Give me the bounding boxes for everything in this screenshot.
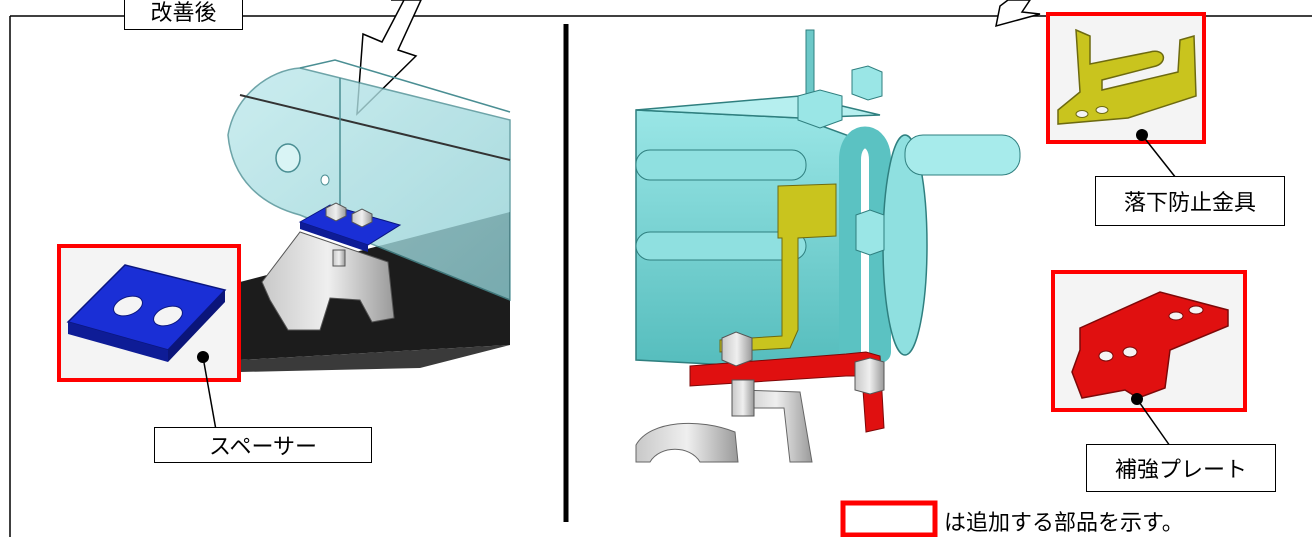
page-title: 改善後 <box>124 0 243 30</box>
spacer-callout: スペーサー <box>154 427 372 463</box>
fall-prevention-bracket-callout: 落下防止金具 <box>1095 176 1285 226</box>
reinforcement-part-image <box>1071 291 1229 399</box>
bracket-part-image <box>1057 28 1197 125</box>
spacer-part-image <box>66 264 227 362</box>
legend-text: は追加する部品を示す。 <box>944 511 1184 536</box>
reinforcement-leader-line <box>1136 398 1171 447</box>
spacer-leader-line <box>202 356 217 431</box>
bracket-leader-line <box>1141 134 1177 179</box>
right-assembly-drawing <box>635 29 1021 463</box>
reinforcement-plate-callout: 補強プレート <box>1086 444 1276 492</box>
pointer-arrow-right <box>995 0 1041 28</box>
legend-swatch <box>840 500 938 537</box>
left-assembly-drawing <box>227 59 511 372</box>
